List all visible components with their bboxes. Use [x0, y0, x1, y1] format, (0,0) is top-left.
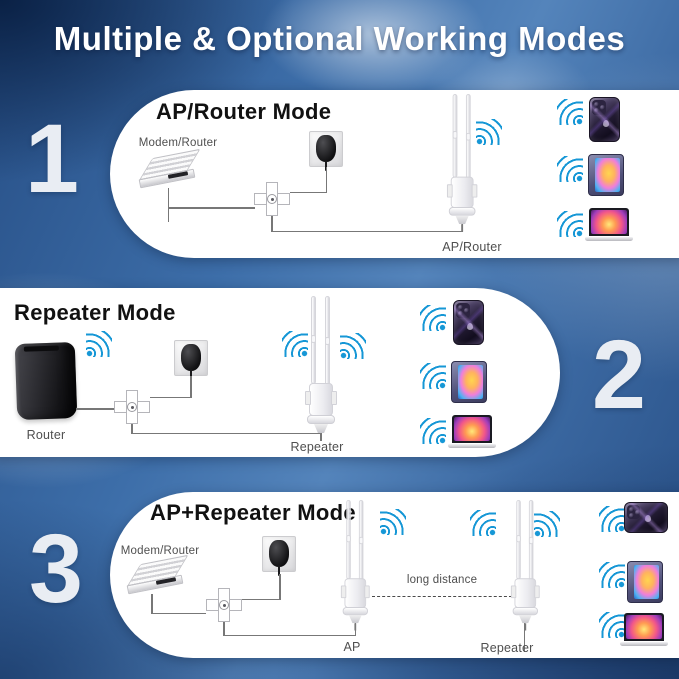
ap-label: AP — [343, 640, 361, 654]
page-title: Multiple & Optional Working Modes — [53, 20, 626, 57]
section-title: AP+Repeater Mode — [150, 500, 356, 525]
poe-injector-icon — [206, 588, 242, 622]
tablet-icon — [588, 154, 624, 196]
apple-logo-icon — [645, 515, 651, 522]
section-panel-ap-repeater-mode: AP+Repeater Mode Modem/Router AP long di… — [110, 492, 679, 658]
section-panel-ap-router-mode: AP/Router Mode Modem/Router AP/Router — [110, 90, 679, 258]
ap-router-label: AP/Router — [442, 240, 502, 254]
smartphone-icon — [589, 97, 620, 142]
connection-line — [131, 432, 321, 434]
smartphone-icon — [624, 502, 668, 533]
apple-logo-icon — [467, 323, 473, 330]
distance-dashed-line — [372, 596, 512, 597]
connection-line — [290, 191, 327, 193]
wifi-signal-icon — [476, 119, 502, 145]
connection-line — [271, 230, 462, 232]
poe-injector-icon — [114, 390, 150, 424]
apple-logo-icon — [603, 120, 609, 127]
poe-injector-icon — [254, 182, 290, 216]
smartphone-icon — [453, 300, 484, 345]
wifi-signal-icon — [557, 156, 583, 182]
wifi-signal-icon — [557, 99, 583, 125]
tablet-icon — [451, 361, 487, 403]
router-label: Router — [26, 428, 66, 442]
connection-line — [151, 594, 153, 614]
connection-line — [523, 616, 525, 652]
connection-line — [223, 634, 356, 636]
outdoor-ap-icon — [446, 94, 478, 232]
wifi-signal-icon — [420, 418, 446, 444]
laptop-icon — [448, 415, 496, 448]
connection-line — [325, 167, 327, 193]
connection-line — [271, 216, 273, 232]
long-distance-label: long distance — [406, 574, 478, 586]
laptop-icon — [585, 208, 633, 241]
connection-line — [131, 424, 133, 434]
connection-line — [242, 598, 280, 600]
repeater-label: Repeater — [290, 440, 344, 454]
power-adapter-icon — [309, 131, 343, 171]
modem-router-label: Modem/Router — [138, 137, 218, 149]
modem-icon — [126, 554, 189, 596]
wifi-signal-icon — [599, 562, 625, 588]
wifi-signal-icon — [340, 333, 366, 359]
wifi-signal-icon — [534, 511, 560, 537]
outdoor-repeater-icon — [510, 500, 541, 631]
outdoor-repeater-icon — [304, 296, 338, 441]
power-adapter-icon — [262, 536, 296, 576]
connection-line — [190, 376, 192, 398]
wifi-signal-icon — [599, 506, 625, 532]
wifi-signal-icon — [86, 331, 112, 357]
router-icon — [14, 341, 78, 421]
section-panel-repeater-mode: Repeater Mode Router Repeater — [0, 288, 560, 457]
modem-icon — [138, 148, 201, 190]
connection-line — [76, 408, 114, 410]
outdoor-ap-icon — [340, 500, 371, 631]
repeater-label: Repeater — [480, 641, 534, 655]
section-number-3: 3 — [29, 514, 83, 623]
laptop-icon — [620, 613, 668, 646]
connection-line — [167, 188, 169, 222]
wifi-signal-icon — [282, 331, 308, 357]
connection-line — [150, 396, 191, 398]
wifi-signal-icon — [557, 211, 583, 237]
connection-line — [151, 612, 206, 614]
connection-line — [223, 622, 225, 636]
section-title: Repeater Mode — [14, 300, 176, 325]
section-number-2: 2 — [592, 320, 646, 429]
wifi-signal-icon — [420, 305, 446, 331]
wifi-signal-icon — [470, 510, 496, 536]
tablet-icon — [627, 561, 663, 603]
connection-line — [279, 574, 281, 600]
section-number-1: 1 — [25, 104, 79, 213]
section-title: AP/Router Mode — [156, 99, 332, 124]
wifi-signal-icon — [420, 363, 446, 389]
wifi-signal-icon — [380, 509, 406, 535]
modem-router-label: Modem/Router — [120, 545, 200, 557]
connection-line — [167, 207, 255, 209]
power-adapter-icon — [174, 340, 208, 380]
